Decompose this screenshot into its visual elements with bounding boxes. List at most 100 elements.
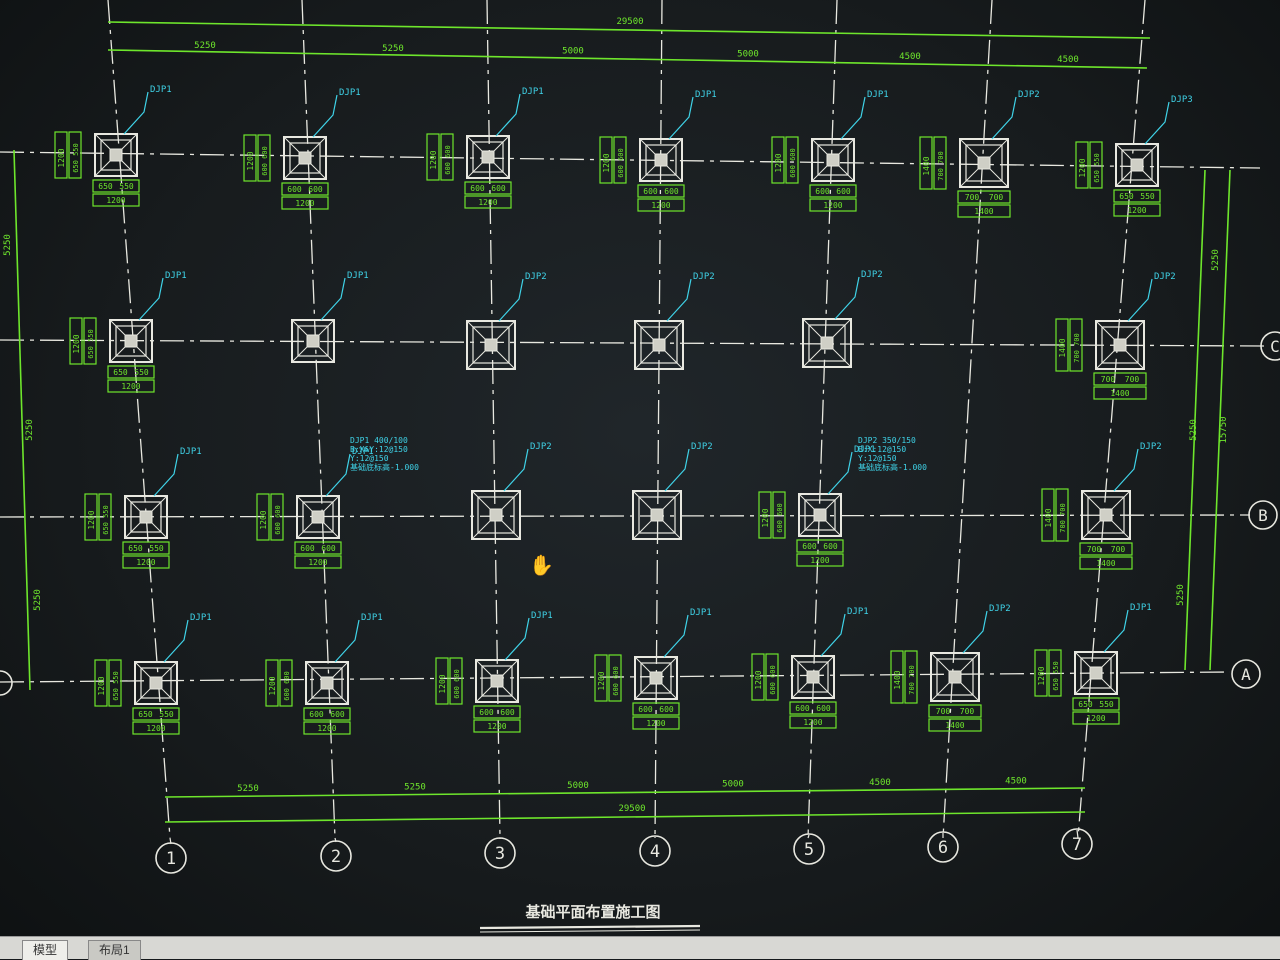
footing-djp2: DJP2 <box>1041 442 1162 570</box>
footing-leader <box>1113 448 1139 492</box>
column-stub <box>806 670 820 684</box>
dim-text: 700 <box>1101 375 1116 384</box>
dim-text: 600 <box>823 542 838 551</box>
tab-model[interactable]: 模型 <box>22 940 69 960</box>
footing-leader <box>668 96 694 140</box>
footing-outline <box>930 652 980 702</box>
dim-box <box>957 190 1011 204</box>
dim-box <box>933 136 947 190</box>
footing-step <box>289 142 321 174</box>
footing-annotation-text: Y:12@150 <box>350 454 389 463</box>
dim-box <box>1072 697 1120 711</box>
footing-step <box>100 139 132 171</box>
footing-outline <box>305 661 349 705</box>
footing-label: DJP1 <box>522 87 544 97</box>
dim-box <box>107 365 155 379</box>
footing-step <box>130 501 162 533</box>
column-stub <box>320 676 334 690</box>
footing-djp1: DJP1 <box>54 85 172 207</box>
dim-box <box>294 555 342 569</box>
footing-label: DJP1 <box>695 90 717 100</box>
footing-outline <box>134 661 178 705</box>
footing-label: DJP2 <box>693 272 715 282</box>
dim-box <box>92 193 140 207</box>
footing-outline <box>798 493 842 537</box>
bottom-span-dim-text: 5250 <box>237 784 259 794</box>
dim-text: 1400 <box>1110 389 1129 398</box>
row-axis-line <box>0 671 1231 683</box>
dim-text: 1200 <box>136 558 155 567</box>
dim-box <box>1089 141 1103 189</box>
footing-outline <box>471 490 521 540</box>
dim-box <box>1041 488 1055 542</box>
axis-bubble-label: 3 <box>495 844 505 864</box>
top-span-dim-line <box>107 49 1148 69</box>
dim-text: 600 <box>643 187 658 196</box>
footing-label: DJP1 <box>339 88 361 98</box>
dim-text: 600 600 <box>453 669 461 699</box>
dim-box <box>122 555 170 569</box>
footing-outline <box>959 138 1009 188</box>
dim-text: 1400 <box>1044 508 1053 527</box>
column-stub <box>948 670 962 684</box>
footing-outline <box>283 136 327 180</box>
column-stub <box>652 338 666 352</box>
dim-box <box>1055 488 1069 542</box>
column-stub <box>1130 158 1144 172</box>
footing-outline <box>1081 490 1131 540</box>
footing-step <box>1080 657 1112 689</box>
dim-box <box>765 653 779 701</box>
dim-box <box>98 493 112 541</box>
dim-box <box>294 541 342 555</box>
axis-bubble-label: B <box>1258 506 1268 525</box>
dim-box <box>270 493 284 541</box>
footing-step <box>115 325 147 357</box>
footing-label: DJP2 <box>1018 90 1040 100</box>
dim-text: 600 600 <box>274 505 282 535</box>
footing-annotation-text: DJP1 400/100 <box>350 436 408 445</box>
footing-djp1: DJP1 <box>435 611 553 733</box>
dim-text: 1200 <box>1127 206 1146 215</box>
dim-text: 650 <box>128 544 143 553</box>
column-stub <box>650 508 664 522</box>
footing-leader <box>334 619 360 663</box>
dim-text: 650 550 <box>72 143 80 173</box>
footing-step <box>1121 149 1153 181</box>
dim-text: 700 700 <box>908 665 916 695</box>
dim-box <box>54 131 68 179</box>
dim-text: 1200 <box>803 718 822 727</box>
footing-djp1: DJP1 <box>243 88 361 210</box>
dim-text: 1200 <box>268 676 277 695</box>
dim-text: 600 600 <box>444 145 452 175</box>
column-stub <box>124 334 138 348</box>
dim-text: 600 600 <box>283 671 291 701</box>
footing-outline <box>1074 651 1118 695</box>
footing-label: DJP2 <box>989 604 1011 614</box>
footing-annotation-text: Y:12@150 <box>858 454 897 463</box>
dim-box <box>132 721 180 735</box>
dim-text: 650 550 <box>87 329 95 359</box>
footing-label: DJP1 <box>361 613 383 623</box>
column-stub <box>813 508 827 522</box>
column-stub <box>481 150 495 164</box>
footing-leader <box>663 614 689 658</box>
dim-text: 700 700 <box>1073 333 1081 363</box>
footing-leader <box>123 91 149 135</box>
side-dim-text: 5250 <box>33 589 43 611</box>
footing-label: DJP2 <box>691 442 713 452</box>
top-span-dim-text: 5250 <box>382 44 404 54</box>
dim-box <box>772 491 786 539</box>
dim-text: 1200 <box>72 334 81 353</box>
column-stub <box>649 671 663 685</box>
dim-text: 1200 <box>121 382 140 391</box>
dim-text: 1200 <box>295 199 314 208</box>
dim-box <box>1079 556 1133 570</box>
left-side-dim-line <box>13 149 31 691</box>
dim-box <box>464 181 512 195</box>
tab-layout1[interactable]: 布局1 <box>88 940 141 960</box>
footing-step <box>472 141 504 173</box>
dim-box <box>632 716 680 730</box>
title-underline <box>479 929 701 933</box>
footing-label: DJP1 <box>690 608 712 618</box>
